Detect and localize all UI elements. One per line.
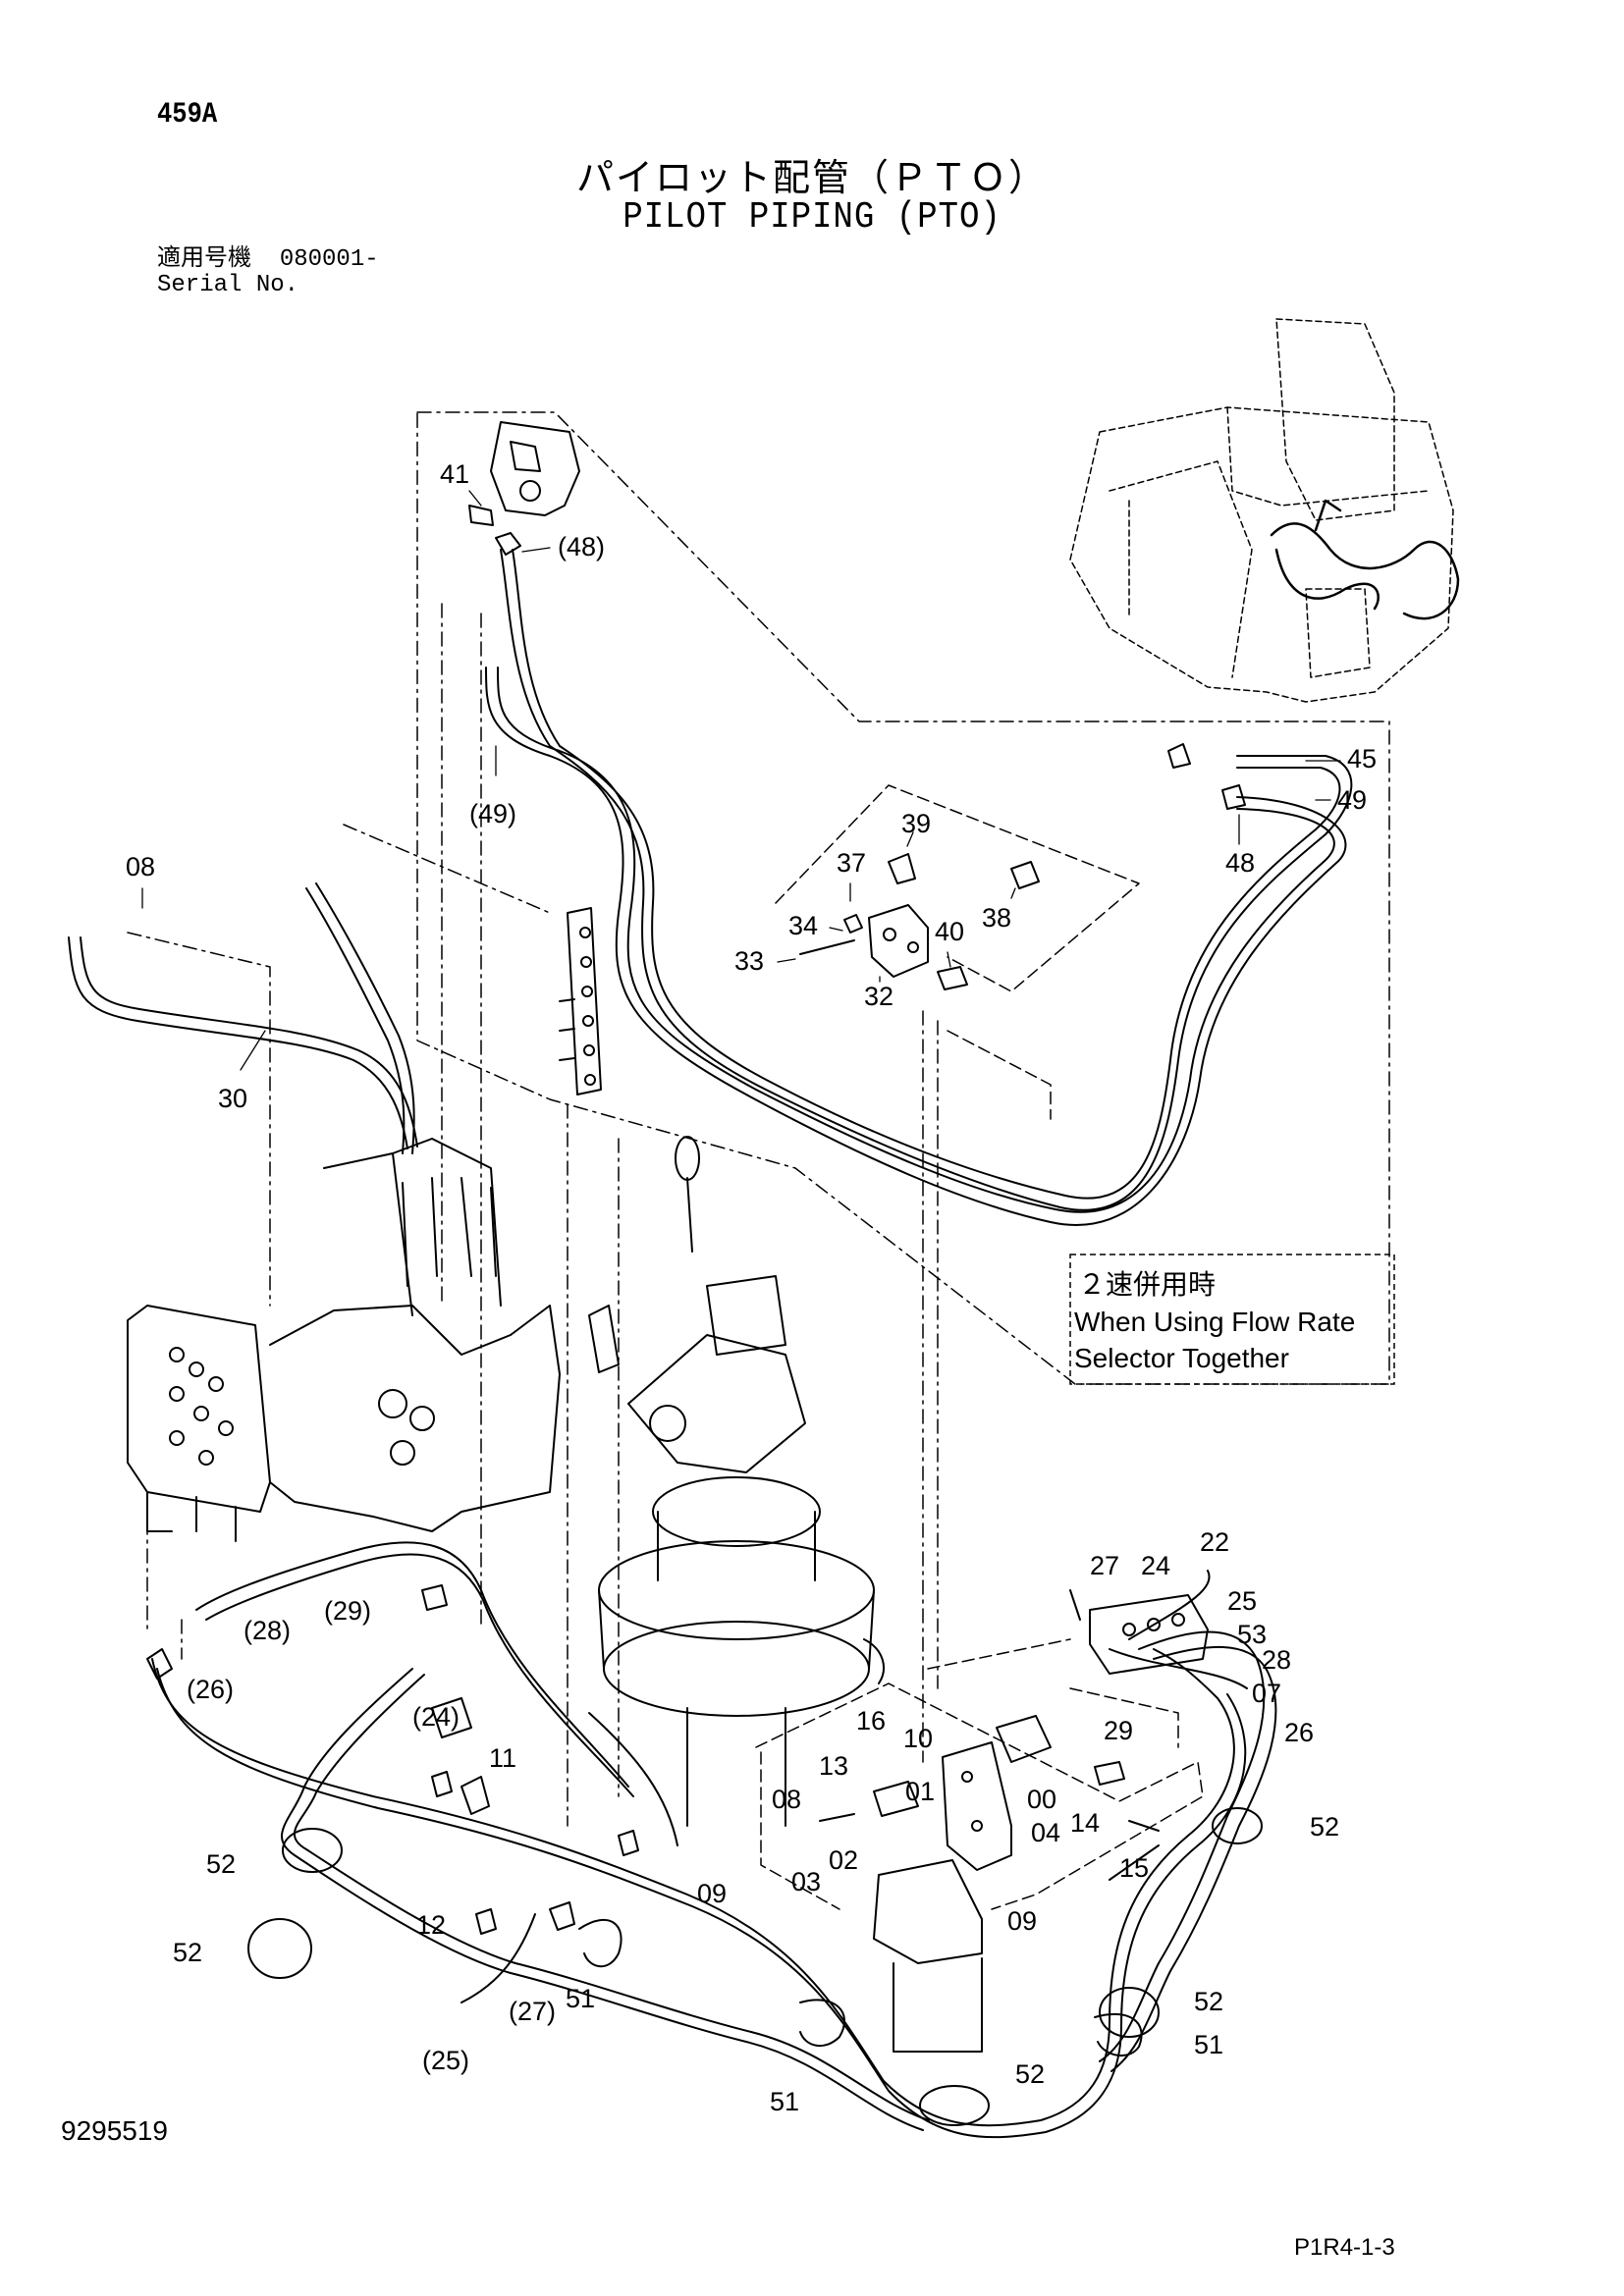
callout-33: 33 [734, 946, 764, 976]
callout-49: 49 [1337, 785, 1367, 815]
callout-15: 15 [1119, 1853, 1149, 1883]
callout-51-a: 51 [566, 1984, 595, 2013]
hose-49 [485, 667, 1347, 1226]
swing-motor [588, 1136, 885, 1827]
title-japanese: パイロット配管（ＰＴＯ） [575, 156, 1048, 199]
callout-26: 26 [1284, 1718, 1314, 1747]
callout-09-right: 09 [1007, 1906, 1037, 1936]
machine-overview-sketch [1069, 318, 1454, 703]
callout-16: 16 [856, 1706, 886, 1735]
callout-41: 41 [440, 459, 469, 489]
fittings-lower-left [146, 1584, 639, 1935]
hose-30 [68, 882, 418, 1154]
cable-ties-52 [247, 1807, 1263, 2126]
document-number: 9295519 [61, 2115, 169, 2146]
callout-52-e: 52 [1015, 2059, 1045, 2089]
leader-lines-left [127, 824, 551, 1660]
callout-07: 07 [1252, 1679, 1281, 1708]
callout-01: 01 [905, 1777, 935, 1806]
callout-52-b: 52 [173, 1938, 202, 1967]
callout-49-ref: (49) [469, 799, 516, 828]
callout-27-ref: (27) [509, 1997, 556, 2026]
callout-52-a: 52 [206, 1849, 236, 1879]
callout-03: 03 [791, 1867, 821, 1896]
callout-39: 39 [901, 809, 931, 838]
junction-bar [559, 907, 602, 1095]
callout-22: 22 [1200, 1527, 1229, 1557]
callout-40: 40 [935, 917, 964, 946]
callout-labels: 41 (48) (49) 45 49 48 39 37 34 40 38 33 … [126, 459, 1377, 2116]
callout-24: 24 [1141, 1551, 1170, 1580]
note-line-en-2: Selector Together [1074, 1343, 1289, 1373]
callout-29-ref: (29) [324, 1596, 371, 1626]
callout-10: 10 [903, 1724, 933, 1753]
callout-32: 32 [864, 982, 893, 1011]
callout-48: 48 [1225, 848, 1255, 878]
hose-48 [500, 549, 1353, 1211]
callout-53: 53 [1237, 1620, 1267, 1649]
callout-28: 28 [1262, 1645, 1291, 1675]
callout-leaders [141, 490, 1341, 1071]
control-valve-assembly [127, 1138, 561, 1542]
callout-28-ref: (28) [244, 1616, 291, 1645]
serial-label-en: Serial No. [157, 272, 299, 298]
callout-27: 27 [1090, 1551, 1119, 1580]
valve-bracket-lower [819, 1715, 1160, 2053]
callout-11: 11 [489, 1743, 516, 1773]
note-frame [1069, 1254, 1395, 1385]
callout-00: 00 [1027, 1785, 1056, 1814]
callout-34: 34 [788, 911, 818, 940]
valve-block-32 [799, 743, 1246, 990]
callout-14: 14 [1070, 1808, 1100, 1838]
note-line-jp: ２速併用時 [1078, 1269, 1216, 1300]
callout-26-ref: (26) [187, 1675, 234, 1704]
callout-12: 12 [416, 1910, 446, 1940]
drawing-linework [68, 318, 1460, 2139]
callout-09-left: 09 [697, 1879, 727, 1908]
callout-52-c: 52 [1310, 1812, 1339, 1842]
callout-24-ref: (24) [412, 1702, 460, 1732]
callout-38: 38 [982, 903, 1011, 933]
machine-harness-sketch [1270, 499, 1460, 620]
dashed-enclosure-upper [416, 411, 1390, 1827]
note-line-en-1: When Using Flow Rate [1074, 1307, 1355, 1337]
page-code: 459A [157, 98, 218, 132]
callout-25: 25 [1227, 1586, 1257, 1616]
callout-37: 37 [837, 848, 866, 878]
callout-08-lower: 08 [772, 1785, 801, 1814]
callout-51-b: 51 [770, 2087, 799, 2116]
callout-25-ref: (25) [422, 2046, 469, 2075]
callout-51-c: 51 [1194, 2030, 1223, 2059]
manifold-right [1069, 1589, 1209, 1675]
callout-13: 13 [819, 1751, 848, 1781]
dashed-enclosure-valve-32 [775, 784, 1140, 1120]
callout-08-upper: 08 [126, 852, 155, 881]
hose-bundle-lower [151, 1541, 1277, 2139]
serial-applicability: 適用号機 080001- Serial No. [157, 247, 379, 298]
title-english: PILOT PIPING (PTO) [623, 196, 1001, 239]
callout-04: 04 [1031, 1818, 1060, 1847]
callout-29: 29 [1104, 1716, 1133, 1745]
callout-02: 02 [829, 1845, 858, 1875]
serial-value: 080001- [279, 246, 379, 273]
callout-52-d: 52 [1194, 1987, 1223, 2016]
callout-48-ref: (48) [558, 532, 605, 561]
sheet-code: P1R4-1-3 [1294, 2234, 1395, 2261]
dashed-enclosure-lower [755, 1638, 1204, 1910]
callout-30: 30 [218, 1084, 247, 1113]
clamps-51 [578, 1918, 1143, 2056]
serial-label-jp: 適用号機 [157, 246, 251, 273]
pilot-valve-top [468, 421, 580, 556]
callout-45: 45 [1347, 744, 1377, 774]
